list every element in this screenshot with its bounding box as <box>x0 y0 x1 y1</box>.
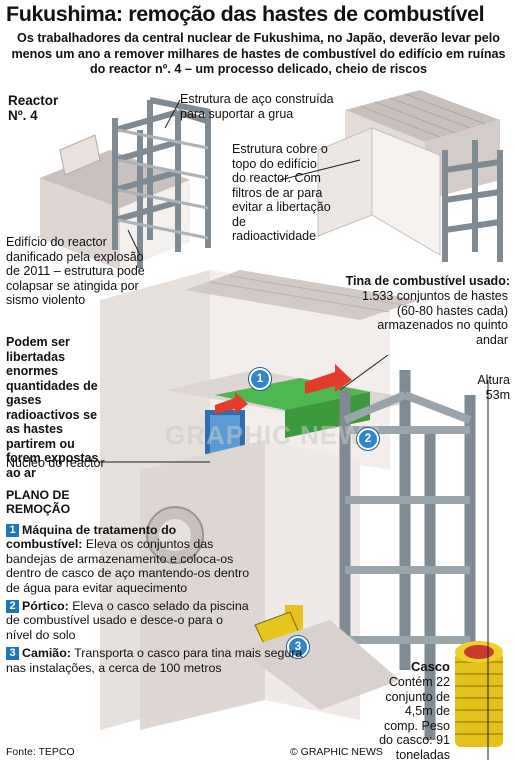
step-1-text: Eleva os conjuntos das bandejas de armaz… <box>6 537 250 595</box>
cask-title-label: Casco <box>410 659 450 674</box>
cask-description-label: Contém 22 conjunto de 4,5m de comp. Peso… <box>379 675 450 762</box>
height-value: 53m <box>485 388 510 402</box>
pool-title-label: Tina de combustível usado: <box>345 274 510 288</box>
damaged-building-label: Edifício do reactor danificado pela expl… <box>6 235 145 307</box>
copyright-credit: © GRAPHIC NEWS <box>290 746 383 758</box>
cask-illustration <box>455 641 503 747</box>
step-3-title: Camião: <box>22 646 71 661</box>
damaged-reactor-building-illustration <box>40 97 211 270</box>
step-3-number: 3 <box>6 647 19 661</box>
marker-2: 2 <box>357 428 379 450</box>
watermark: GRAPHIC NEWS <box>165 420 383 450</box>
gas-warning-label: Podem ser libertadas enormes quantidades… <box>6 335 99 480</box>
subtitle: Os trabalhadores da central nuclear de F… <box>11 31 506 76</box>
step-2-number: 2 <box>6 600 19 614</box>
step-2-text: Eleva o casco selado da piscina de combu… <box>6 599 249 642</box>
leader-lines <box>98 99 489 760</box>
marker-1: 1 <box>249 368 271 390</box>
cover-structure-label: Estrutura cobre o topo do edifício do re… <box>232 142 331 243</box>
pool-description-label: 1.533 conjuntos de hastes (60-80 hastes … <box>362 289 508 347</box>
marker-3: 3 <box>287 636 309 658</box>
reactor-core-label: Núcleo do reactor <box>6 456 105 470</box>
step-3-text: Transporta o casco para tina mais segura… <box>6 646 303 675</box>
plan-heading: PLANO DE REMOÇÃO <box>6 488 71 516</box>
step-1-title: Máquina de tratamento do combustível: <box>6 523 177 552</box>
source-credit: Fonte: TEPCO <box>6 746 75 758</box>
cutaway-reactor-building-illustration <box>100 270 476 740</box>
step-2-title: Pórtico: <box>22 599 69 614</box>
steel-structure-label: Estrutura de aço construída para suporta… <box>180 92 334 121</box>
page-title: Fukushima: remoção das hastes de combust… <box>6 2 485 26</box>
covered-reactor-building-illustration <box>317 90 503 262</box>
height-label: Altura <box>477 373 510 387</box>
reactor-title-label: Reactor Nº. 4 <box>8 93 59 123</box>
step-1-number: 1 <box>6 524 19 537</box>
